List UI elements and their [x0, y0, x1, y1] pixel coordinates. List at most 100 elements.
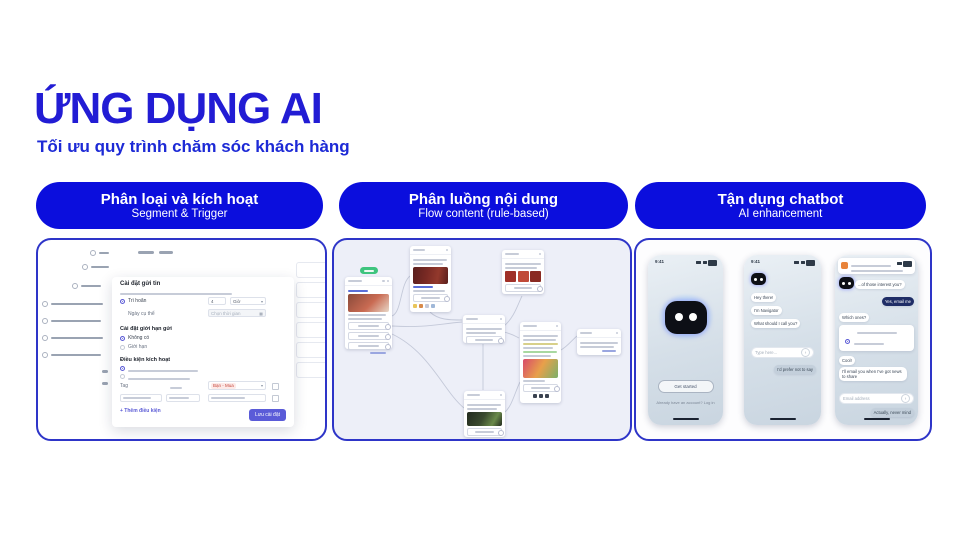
condition-field-2[interactable]	[166, 394, 200, 402]
home-indicator	[672, 417, 699, 420]
flow-node-message[interactable]	[463, 315, 505, 344]
node-menu-icon[interactable]	[499, 317, 502, 321]
status-icons	[696, 260, 717, 266]
signal-icon	[696, 261, 701, 265]
pill-subtitle: AI enhancement	[738, 207, 823, 220]
node-button[interactable]	[467, 428, 504, 436]
page-title: ỨNG DỤNG AI	[34, 84, 323, 133]
condition-section-title: Điều kiện kích hoạt	[120, 357, 171, 363]
get-started-button[interactable]: Get started	[657, 380, 714, 393]
node-menu-icon[interactable]	[555, 324, 558, 328]
flow-start-node[interactable]	[360, 267, 378, 274]
node-button[interactable]	[505, 284, 543, 292]
node-menu-icon[interactable]	[445, 248, 448, 252]
send-settings-modal: Cài đặt gửi tin Trì hoãn 4 Giờ▾ Ngày cụ …	[112, 277, 294, 427]
trash-icon[interactable]	[272, 383, 279, 390]
flow-node-welcome[interactable]	[345, 277, 392, 354]
wifi-icon	[800, 261, 805, 265]
send-icon[interactable]: ↑	[801, 348, 810, 357]
pagination-skeleton	[102, 382, 108, 385]
connector-port[interactable]	[536, 286, 543, 292]
pill-flow-content[interactable]: Phân luồng nội dung Flow content (rule-b…	[339, 182, 628, 229]
chat-input[interactable]: Type here...↑	[751, 347, 814, 358]
wifi-icon	[702, 261, 707, 265]
connector-port[interactable]	[443, 296, 450, 302]
user-reply-bubble[interactable]: I'd prefer not to say	[774, 365, 816, 374]
node-menu-icon[interactable]	[538, 252, 541, 256]
panel-flow-screenshot	[332, 238, 632, 441]
robot-halo	[657, 293, 714, 341]
bot-bubble: I'll email you when I've got news to sha…	[839, 367, 907, 381]
options-card[interactable]	[839, 325, 914, 351]
node-button[interactable]	[466, 336, 504, 344]
condition-field-1[interactable]	[120, 394, 162, 402]
node-quick-reply[interactable]	[348, 332, 391, 340]
list-item	[82, 264, 109, 270]
limit-has-radio[interactable]	[120, 345, 125, 350]
user-reply-bubble[interactable]: Actually, never mind	[870, 408, 914, 417]
filter-chip	[90, 250, 109, 256]
flow-node-gallery[interactable]	[410, 246, 451, 312]
pill-title: Tận dụng chatbot	[717, 190, 844, 208]
send-icon[interactable]: ↑	[901, 394, 910, 403]
list-item	[42, 335, 103, 341]
chevron-down-icon: ▾	[260, 298, 263, 304]
connector-port[interactable]	[384, 324, 391, 330]
flow-connectors	[391, 275, 578, 413]
pill-chatbot[interactable]: Tận dụng chatbot AI enhancement	[635, 182, 926, 229]
connector-port[interactable]	[384, 334, 391, 340]
notification-app-icon	[841, 262, 848, 269]
limit-none-radio[interactable]	[120, 336, 125, 341]
node-menu-icon[interactable]	[499, 393, 502, 397]
flow-node-followup[interactable]	[577, 329, 621, 355]
notification-card[interactable]	[838, 258, 915, 274]
table-row	[296, 282, 325, 298]
connector-port[interactable]	[384, 344, 391, 350]
add-condition-link[interactable]: + Thêm điều kiện	[120, 408, 161, 414]
date-option-label: Ngày cụ thể	[128, 311, 155, 317]
login-link[interactable]: Already have an account? Log in	[656, 400, 715, 405]
email-input[interactable]: Email address↑	[839, 393, 914, 404]
panel-chatbot-screenshot: 9:41 Get started Already have an account…	[634, 238, 932, 441]
flow-node-detail[interactable]	[520, 322, 561, 403]
table-row	[296, 362, 325, 378]
node-header	[345, 277, 392, 286]
battery-icon	[806, 260, 815, 266]
delay-unit-select[interactable]: Giờ▾	[230, 297, 266, 305]
node-button[interactable]	[523, 384, 560, 392]
condition-radio-2[interactable]	[120, 374, 125, 379]
connector-port[interactable]	[553, 386, 560, 392]
pill-segment-trigger[interactable]: Phân loại và kích hoạt Segment & Trigger	[36, 182, 323, 229]
flow-node-closing[interactable]	[464, 391, 505, 437]
battery-icon	[903, 261, 912, 267]
tab-skeleton	[159, 251, 173, 254]
bot-bubble: Hey there!	[751, 293, 777, 302]
home-indicator	[769, 417, 796, 420]
condition-field-3[interactable]	[208, 394, 266, 402]
node-header	[410, 246, 451, 255]
connector-port[interactable]	[497, 338, 504, 344]
flow-node-promo[interactable]	[502, 250, 544, 294]
connector-port[interactable]	[497, 430, 504, 436]
node-menu-icon[interactable]	[382, 279, 385, 283]
condition-radio-1[interactable]	[120, 366, 125, 371]
option-radio[interactable]	[845, 339, 850, 344]
trash-icon[interactable]	[272, 395, 279, 402]
node-menu-icon[interactable]	[386, 279, 389, 283]
robot-avatar	[839, 277, 854, 289]
tag-select[interactable]: Bạn - Mua▾	[208, 381, 266, 390]
user-bubble[interactable]: Yes, email me	[881, 297, 914, 306]
node-quick-reply[interactable]	[348, 322, 391, 330]
pagination-skeleton	[102, 370, 108, 373]
robot-eye	[688, 313, 697, 321]
node-header	[577, 329, 621, 338]
save-settings-button[interactable]: Lưu cài đặt	[248, 409, 286, 421]
node-menu-icon[interactable]	[615, 331, 618, 335]
delay-radio[interactable]	[120, 299, 125, 304]
home-indicator	[863, 417, 890, 420]
node-quick-reply[interactable]	[348, 342, 391, 350]
node-button[interactable]	[413, 294, 450, 302]
date-picker-input[interactable]: Chọn thời gian▦	[208, 309, 266, 317]
delay-value-input[interactable]: 4	[208, 297, 226, 305]
status-time: 9:41	[751, 259, 761, 264]
